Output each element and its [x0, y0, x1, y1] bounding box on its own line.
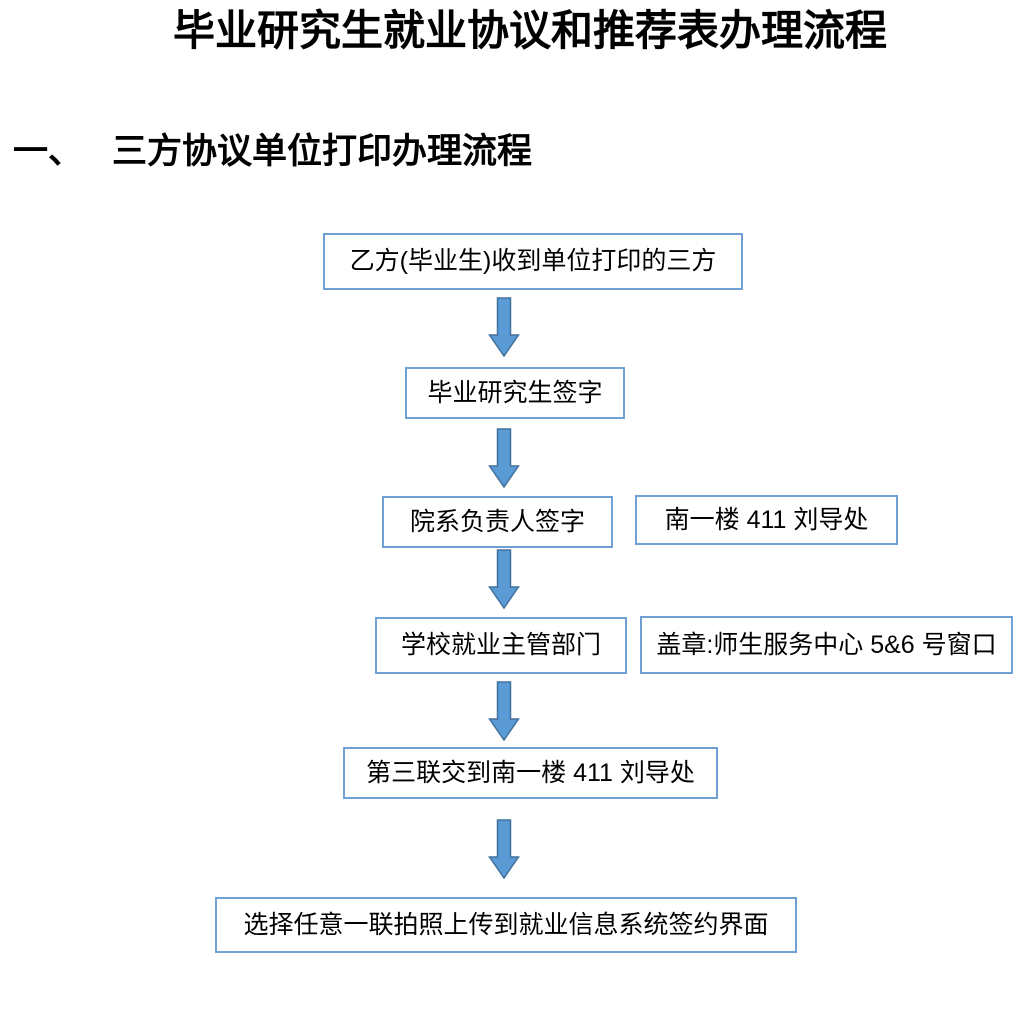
flow-step-box: 第三联交到南一楼 411 刘导处 — [343, 747, 718, 799]
flow-step-box: 学校就业主管部门 — [375, 617, 627, 674]
down-arrow-icon — [488, 681, 520, 741]
down-arrow-icon — [488, 297, 520, 357]
section-number: 一、 — [13, 132, 84, 171]
down-arrow-icon — [488, 549, 520, 609]
down-arrow-icon — [488, 428, 520, 488]
down-arrow-icon — [488, 819, 520, 879]
flow-note-box: 南一楼 411 刘导处 — [635, 495, 898, 545]
flow-step-box: 毕业研究生签字 — [405, 367, 625, 419]
flow-step-box: 乙方(毕业生)收到单位打印的三方 — [323, 233, 743, 290]
section-title: 三方协议单位打印办理流程 — [112, 132, 533, 171]
flow-step-box: 选择任意一联拍照上传到就业信息系统签约界面 — [215, 897, 797, 953]
flow-note-box: 盖章:师生服务中心 5&6 号窗口 — [640, 616, 1013, 674]
flow-step-box: 院系负责人签字 — [382, 496, 613, 548]
page-title: 毕业研究生就业协议和推荐表办理流程 — [172, 7, 887, 54]
